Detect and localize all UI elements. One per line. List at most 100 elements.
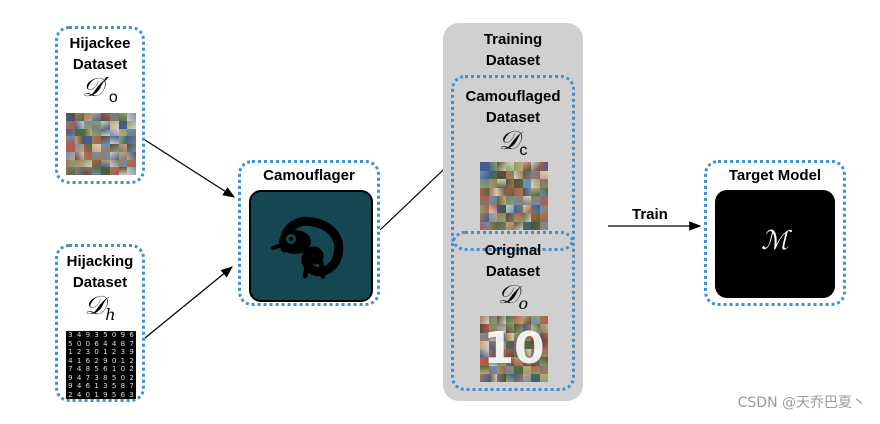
thumbnail-tile	[480, 373, 489, 382]
thumbnail-tile	[539, 213, 548, 222]
thumbnail-tile	[488, 340, 497, 349]
thumbnail-tile	[118, 120, 128, 129]
training-dataset-container: Training Dataset Camouflaged Dataset 𝒟c …	[443, 23, 583, 401]
thumbnail-tile	[539, 316, 548, 325]
thumbnail-tile	[522, 170, 531, 179]
mnist-digit-tile: 8	[120, 382, 126, 390]
thumbnail-tile	[74, 136, 84, 144]
thumbnail-tile	[83, 159, 93, 168]
thumbnail-tile	[522, 357, 531, 366]
mnist-digit-tile: 0	[111, 331, 117, 339]
mnist-digit-tile: 9	[103, 390, 108, 399]
thumbnail-tile	[92, 167, 101, 175]
mnist-digit-tile: 5	[103, 331, 108, 339]
mnist-digit-tile: 4	[76, 390, 82, 399]
thumbnail-tile	[531, 170, 540, 179]
thumbnail-tile	[92, 151, 101, 160]
mnist-digit-tile: 5	[94, 365, 99, 373]
thumbnail-tile	[505, 187, 514, 196]
thumbnail-tile	[514, 179, 523, 188]
thumbnail-tile	[497, 221, 506, 230]
train-label: Train	[632, 206, 668, 223]
thumbnail-tile	[505, 340, 514, 349]
thumbnail-tile	[514, 349, 523, 358]
thumbnail-tile	[66, 144, 75, 152]
mnist-digit-tile: 3	[94, 373, 99, 382]
mnist-digit-tile: 4	[103, 339, 108, 348]
original-dataset-box: Original Dataset 𝒟o 10	[451, 231, 575, 391]
thumbnail-tile	[488, 221, 497, 230]
mnist-digit-tile: 1	[76, 356, 82, 365]
mnist-digit-tile: 4	[76, 365, 82, 373]
thumbnail-tile	[74, 144, 84, 152]
mnist-digit-tile: 3	[85, 348, 91, 356]
thumbnail-tile	[118, 136, 128, 144]
thumbnail-tile	[539, 349, 548, 358]
mnist-digit-tile: 4	[76, 331, 82, 339]
thumbnail-tile	[74, 159, 84, 168]
thumbnail-tile	[514, 373, 523, 382]
thumbnail-tile	[488, 213, 497, 222]
thumbnail-tile	[514, 332, 523, 341]
thumbnail-tile	[522, 179, 531, 188]
mnist-digit-tile: 2	[94, 356, 99, 365]
thumbnail-tile	[118, 113, 128, 121]
thumbnail-tile	[505, 365, 514, 374]
thumbnail-tile	[74, 128, 84, 137]
thumbnail-tile	[127, 113, 136, 121]
thumbnail-tile	[83, 120, 93, 129]
mnist-digit-tile: 2	[68, 390, 73, 399]
hijacking-title: Hijacking Dataset	[66, 253, 134, 291]
thumbnail-tile	[488, 204, 497, 213]
thumbnail-tile	[480, 316, 489, 325]
target-model-panel: ℳ	[715, 190, 835, 298]
hijackee-title: Hijackee Dataset	[69, 35, 131, 73]
thumbnail-tile	[92, 144, 101, 152]
mnist-digit-tile: 0	[76, 339, 82, 348]
original-title: Original Dataset	[484, 242, 542, 280]
thumbnail-tile	[497, 324, 506, 333]
mnist-digit-tile: 3	[129, 390, 134, 399]
thumbnail-tile	[497, 179, 506, 188]
thumbnail-tile	[539, 170, 548, 179]
mnist-digit-tile: 4	[111, 339, 117, 348]
thumbnail-tile	[522, 221, 531, 230]
thumbnail-tile	[480, 332, 489, 341]
mnist-digit-tile: 9	[120, 331, 126, 339]
thumbnail-tile	[497, 170, 506, 179]
hijackee-image-grid	[66, 113, 136, 175]
thumbnail-tile	[514, 196, 523, 205]
thumbnail-tile	[109, 167, 119, 175]
thumbnail-tile	[539, 196, 548, 205]
thumbnail-tile	[514, 170, 523, 179]
thumbnail-tile	[127, 136, 136, 144]
thumbnail-tile	[118, 144, 128, 152]
thumbnail-tile	[505, 204, 514, 213]
camouflaged-dataset-box: Camouflaged Dataset 𝒟c	[451, 75, 575, 251]
thumbnail-tile	[522, 373, 531, 382]
camouflager-panel	[249, 190, 373, 302]
thumbnail-tile	[531, 196, 540, 205]
mnist-digit-tile: 9	[103, 356, 108, 365]
thumbnail-tile	[539, 357, 548, 366]
thumbnail-tile	[480, 221, 489, 230]
thumbnail-tile	[101, 167, 110, 175]
thumbnail-tile	[480, 324, 489, 333]
thumbnail-tile	[539, 204, 548, 213]
thumbnail-tile	[531, 162, 540, 171]
thumbnail-tile	[497, 365, 506, 374]
thumbnail-tile	[522, 340, 531, 349]
thumbnail-tile	[480, 365, 489, 374]
thumbnail-tile	[505, 357, 514, 366]
mnist-digit-tile: 3	[94, 331, 99, 339]
mnist-digit-tile: 9	[85, 331, 91, 339]
thumbnail-tile	[92, 113, 101, 121]
thumbnail-tile	[514, 204, 523, 213]
thumbnail-tile	[505, 179, 514, 188]
thumbnail-tile	[66, 113, 75, 121]
thumbnail-tile	[127, 120, 136, 129]
mnist-digit-tile: 6	[129, 331, 134, 339]
thumbnail-tile	[497, 316, 506, 325]
